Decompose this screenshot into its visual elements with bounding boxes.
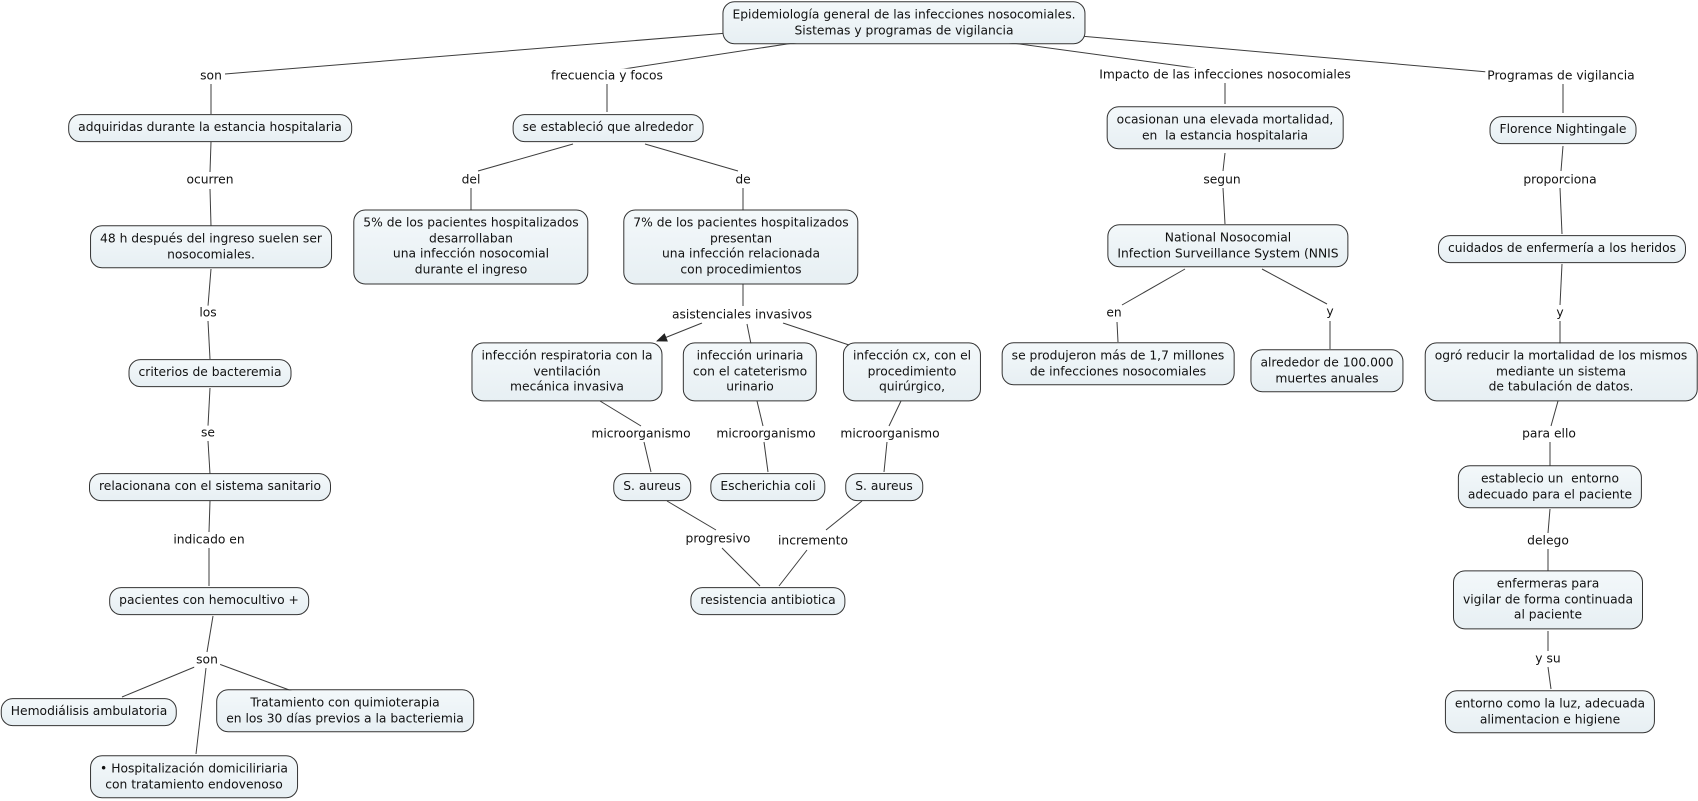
node-criterios-bacteremia[interactable]: criterios de bacteremia: [128, 359, 292, 387]
link-en[interactable]: en: [1104, 305, 1124, 321]
node-infeccion-quirurgica[interactable]: infección cx, con el procedimiento quirú…: [842, 342, 982, 402]
link-y-su[interactable]: y su: [1533, 651, 1563, 667]
link-progresivo[interactable]: progresivo: [683, 531, 753, 547]
node-cuidados-enfermeria[interactable]: cuidados de enfermería a los heridos: [1437, 235, 1687, 263]
node-7pct-hospitalizados[interactable]: 7% de los pacientes hospitalizados prese…: [623, 209, 859, 285]
node-hospitalizacion-domiciliaria[interactable]: • Hospitalización domiciliriaria con tra…: [90, 755, 298, 799]
link-impacto-nosocomiales[interactable]: Impacto de las infecciones nosocomiales: [1097, 67, 1353, 83]
link-incremento[interactable]: incremento: [775, 533, 851, 549]
node-sistema-sanitario[interactable]: relacionana con el sistema sanitario: [89, 473, 331, 501]
node-100000-muertes[interactable]: alrededor de 100.000 muertes anuales: [1250, 349, 1404, 393]
node-root-title[interactable]: Epidemiología general de las infecciones…: [722, 1, 1086, 45]
link-delego[interactable]: delego: [1525, 533, 1571, 549]
node-infeccion-respiratoria[interactable]: infección respiratoria con la ventilació…: [471, 342, 663, 402]
link-microorganismo-2[interactable]: microorganismo: [714, 426, 818, 442]
link-se[interactable]: se: [199, 425, 217, 441]
node-resistencia-antibiotica[interactable]: resistencia antibiotica: [690, 587, 846, 615]
node-se-establecio[interactable]: se estableció que alrededor: [512, 114, 704, 142]
node-escherichia-coli[interactable]: Escherichia coli: [710, 473, 826, 501]
link-asistenciales-invasivos[interactable]: asistenciales invasivos: [669, 307, 815, 323]
link-son-2[interactable]: son: [194, 652, 220, 668]
node-entorno-luz-higiene[interactable]: entorno como la luz, adecuada alimentaci…: [1444, 690, 1656, 734]
link-y-vigilancia[interactable]: y: [1554, 305, 1566, 321]
link-para-ello[interactable]: para ello: [1520, 426, 1578, 442]
link-de[interactable]: de: [733, 172, 753, 188]
link-indicado-en[interactable]: indicado en: [171, 532, 247, 548]
link-microorganismo-1[interactable]: microorganismo: [589, 426, 693, 442]
node-infeccion-urinaria[interactable]: infección urinaria con el cateterismo ur…: [682, 342, 818, 402]
node-s-aureus-1[interactable]: S. aureus: [613, 473, 691, 501]
node-adquiridas[interactable]: adquiridas durante la estancia hospitala…: [68, 114, 352, 142]
node-hemodialisis[interactable]: Hemodiálisis ambulatoria: [0, 698, 178, 726]
link-son[interactable]: son: [198, 68, 224, 84]
link-y-impacto[interactable]: y: [1324, 304, 1336, 320]
node-s-aureus-2[interactable]: S. aureus: [845, 473, 923, 501]
node-5pct-hospitalizados[interactable]: 5% de los pacientes hospitalizados desar…: [353, 209, 589, 285]
node-enfermeras-vigilar[interactable]: enfermeras para vigilar de forma continu…: [1452, 570, 1644, 630]
node-17-millones[interactable]: se produjeron más de 1,7 millones de inf…: [1001, 342, 1235, 386]
link-segun[interactable]: segun: [1201, 172, 1243, 188]
node-nnis[interactable]: National Nosocomial Infection Surveillan…: [1107, 224, 1349, 268]
link-proporciona[interactable]: proporciona: [1521, 172, 1599, 188]
node-quimioterapia[interactable]: Tratamiento con quimioterapia en los 30 …: [216, 689, 474, 733]
link-microorganismo-3[interactable]: microorganismo: [838, 426, 942, 442]
link-frecuencia-y-focos[interactable]: frecuencia y focos: [549, 68, 665, 84]
link-los[interactable]: los: [197, 305, 219, 321]
node-florence-nightingale[interactable]: Florence Nightingale: [1489, 116, 1637, 144]
node-48h-nosocomiales[interactable]: 48 h después del ingreso suelen ser noso…: [90, 225, 332, 269]
node-elevada-mortalidad[interactable]: ocasionan una elevada mortalidad, en la …: [1106, 106, 1344, 150]
node-entorno-adecuado[interactable]: establecio un entorno adecuado para el p…: [1457, 465, 1643, 509]
node-reducir-mortalidad[interactable]: ogró reducir la mortalidad de los mismos…: [1424, 342, 1698, 402]
link-del[interactable]: del: [459, 172, 483, 188]
link-programas-vigilancia[interactable]: Programas de vigilancia: [1485, 68, 1637, 84]
link-ocurren[interactable]: ocurren: [184, 172, 236, 188]
node-hemocultivo[interactable]: pacientes con hemocultivo +: [109, 587, 309, 615]
